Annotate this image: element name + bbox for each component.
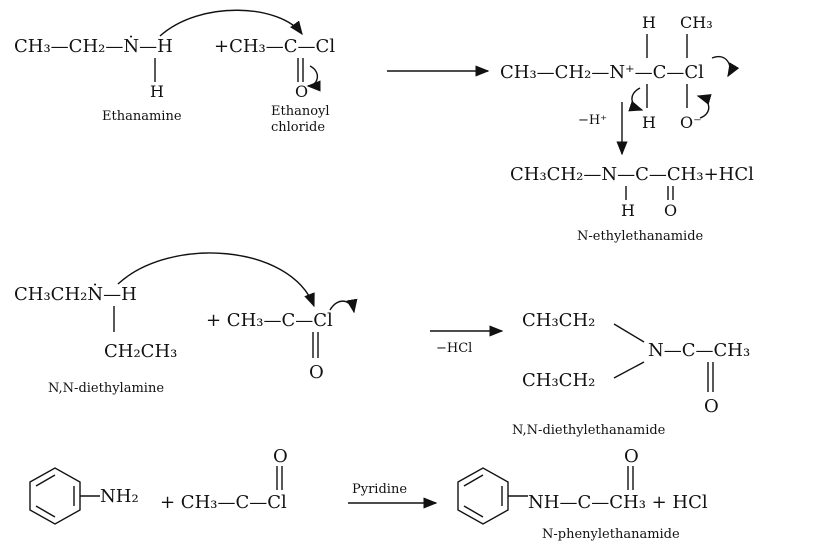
phenylethanamide-formula: NH—C—CH₃ + HCl [528,492,708,513]
cl-leaving-arrow-2 [329,298,358,314]
acyl-chloride-formula-2: + CH₃—C—Cl [206,310,333,331]
reaction-1: CH₃—CH₂—Ṅ—H +CH₃—C—Cl H O Ethanamine Et… [14,9,754,244]
ethyl-bottom-bond [613,361,645,379]
n-ethylethanamide-label: N-ethylethanamide [577,229,704,244]
acyl-oxygen-3: O [273,446,288,467]
intermediate-o-minus: O⁻ [680,113,702,132]
benzene-ring-icon [29,467,81,525]
reaction-2: CH₃CH₂Ṅ—H CH₂CH₃ N,N-diethylamine + CH₃… [14,252,750,438]
diethylamine-label: N,N-diethylamine [48,381,164,396]
phenylethanamide-label: N-phenylethanamide [542,527,680,542]
product-oxygen-3: O [624,446,639,467]
nucleophilic-attack-arrow [159,9,303,37]
ethyl-top-bond [613,323,645,343]
carbonyl-electron-arrow [306,65,321,92]
tetrahedral-intermediate: CH₃—CH₂—N⁺—C—Cl [500,62,704,83]
product-oxygen: O [664,201,677,220]
acyl-oxygen: O [295,82,308,101]
product-hydrogen: H [621,201,635,220]
proton-loss-label: −H⁺ [578,113,607,128]
product-benzene-ring-icon [457,467,509,525]
amine-hydrogen: H [150,82,164,101]
pyridine-label: Pyridine [352,482,407,497]
diethylamine-branch: CH₂CH₃ [104,341,177,362]
reaction-3: NH₂ + CH₃—C—Cl O Pyridine NH—C—CH₃ + HCl… [29,446,708,542]
n-ethylethanamide-formula: CH₃CH₂—N—C—CH₃+HCl [510,164,754,185]
hcl-loss-label: −HCl [436,341,472,356]
diethylethanamide-label: N,N-diethylethanamide [512,423,666,438]
ethanoyl-label-line2: chloride [271,120,325,135]
product-ethyl-top: CH₃CH₂ [522,310,595,331]
acyl-oxygen-2: O [309,362,324,383]
diethylethanamide-core: N—C—CH₃ [648,340,750,361]
ethanamine-formula: CH₃—CH₂—Ṅ—H [14,34,173,57]
product-ethyl-bottom: CH₃CH₂ [522,370,595,391]
alkoxide-reform-arrow [696,94,712,119]
intermediate-h-bottom: H [642,113,656,132]
nh-bond-break-arrow [628,87,644,112]
attack-arrow-2 [117,252,315,308]
aniline-amine-group: NH₂ [100,486,139,507]
product-oxygen-2: O [704,396,719,417]
intermediate-ch3-top: CH₃ [680,13,713,32]
diethylamine-formula: CH₃CH₂Ṅ—H [14,282,137,305]
ethanoyl-chloride-formula: +CH₃—C—Cl [214,36,335,57]
ethanoyl-label-line1: Ethanoyl [271,104,330,119]
chloride-leaving-arrow [711,55,740,78]
intermediate-h-top: H [642,13,656,32]
ethanamine-label: Ethanamine [102,109,182,124]
acyl-chloride-formula-3: + CH₃—C—Cl [160,492,287,513]
